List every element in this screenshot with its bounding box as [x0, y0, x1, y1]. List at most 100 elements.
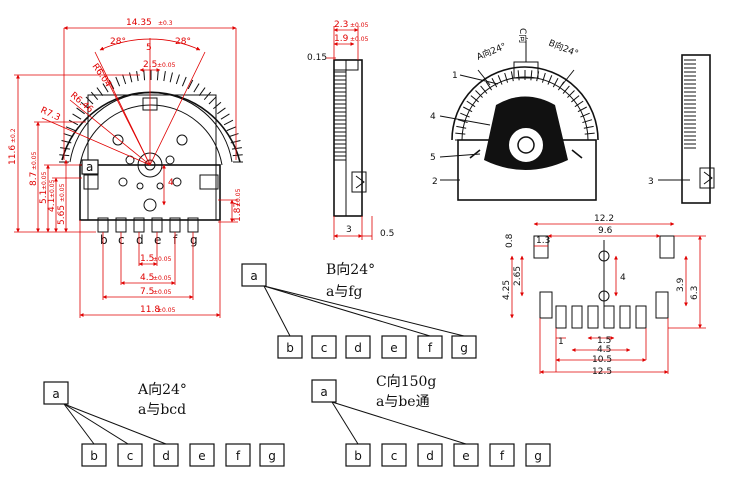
callout-2: 2 — [432, 177, 438, 187]
state-b-pin-box — [381, 335, 407, 359]
knurl-teeth — [59, 70, 243, 163]
pin-label-d: d — [136, 233, 144, 247]
dim-p75: 7.5 — [140, 287, 154, 297]
angle-line-right — [149, 51, 206, 166]
knurl-tooth — [208, 96, 217, 105]
contact-dot — [172, 177, 182, 187]
knurl-tooth — [562, 85, 570, 94]
callout-leader-5 — [439, 153, 481, 158]
knurl-tooth — [231, 147, 242, 150]
state-a-pin-b: b — [90, 449, 98, 463]
dim-d19: 1.9 — [334, 34, 349, 44]
radius-line-r646 — [69, 99, 151, 166]
right-side-view: 3 — [648, 54, 715, 204]
dim-w118: 11.8 — [140, 305, 160, 315]
state-a-pin-d: d — [162, 449, 170, 463]
knurl-tooth — [571, 95, 580, 103]
knurl-tooth — [187, 79, 194, 90]
dim-d23-tol: ±0.05 — [350, 22, 369, 29]
state-b-common-label: a — [250, 269, 257, 283]
knurl-tooth — [475, 90, 483, 98]
wire — [263, 285, 291, 337]
radius-line-r73 — [41, 117, 151, 166]
dim-d265: 2.65 — [513, 266, 523, 286]
dim-d4: 4 — [620, 273, 626, 283]
dim-h116-tol: ±0.2 — [10, 128, 17, 143]
dim-w96: 9.6 — [598, 226, 613, 236]
knurl-tooth — [517, 70, 520, 81]
state-b-pin-box — [311, 335, 337, 359]
dim-p15: 1.5 — [140, 254, 154, 264]
state-a-common-box — [43, 381, 69, 405]
lower-hole — [143, 198, 157, 212]
knurl-tooth — [80, 101, 89, 110]
pin-label-g: g — [190, 233, 198, 247]
dim-four: 4 — [168, 178, 174, 188]
knurl-tooth — [220, 113, 230, 120]
knob-inner-arc — [69, 92, 233, 163]
state-c-subtitle: a与be通 — [376, 394, 430, 410]
pad-mount-right — [659, 235, 675, 259]
housing-outline — [87, 94, 217, 221]
dim-d1: 1 — [558, 337, 564, 347]
dim-h87: 8.7 — [29, 172, 39, 186]
knurl-tooth — [96, 87, 104, 96]
knurl-tooth — [181, 76, 187, 87]
dim-d13: 1.3 — [536, 236, 550, 246]
knurl-tooth — [68, 119, 79, 126]
rotor-inner — [517, 136, 535, 154]
dim-h51: 5.1 — [39, 190, 49, 204]
state-b-pin-box — [277, 335, 303, 359]
knurl-tooth — [455, 132, 466, 135]
knurl-tooth — [76, 107, 85, 115]
callout-5: 5 — [430, 153, 436, 163]
terminal-a-box — [81, 159, 99, 175]
knurl-tooth — [108, 79, 115, 90]
dim-h41: 4.1 — [47, 198, 57, 212]
knurl-tooth — [223, 119, 234, 126]
callout-leader-1 — [459, 74, 499, 85]
dim-d45: 4.5 — [597, 345, 611, 355]
pad-side-right — [655, 291, 669, 319]
knurl-tooth — [497, 75, 503, 85]
dim-h565: 5.65 — [57, 205, 67, 225]
state-c-pin-box — [345, 443, 371, 467]
dim-d015: 0.15 — [307, 53, 327, 63]
dim-d23: 2.3 — [334, 20, 348, 30]
dim-p15-tol: ±0.05 — [153, 256, 172, 263]
dim-d105: 10.5 — [592, 355, 612, 365]
dim-d425: 4.25 — [502, 280, 512, 300]
right-side-body — [681, 54, 711, 204]
state-b-pin-box — [345, 335, 371, 359]
state-c-common-box — [311, 379, 337, 403]
state-c-pin-b: b — [354, 449, 362, 463]
knurl-tooth — [198, 87, 206, 96]
dim-p75-tol: ±0.05 — [153, 289, 172, 296]
exploded-top-notch — [513, 61, 539, 79]
state-c-pin-g: g — [534, 449, 542, 463]
callout-1: 1 — [452, 71, 458, 81]
knurl-tooth — [582, 119, 593, 124]
side-tab — [351, 171, 367, 193]
state-b-common-box — [241, 263, 267, 287]
state-c-pin-box — [525, 443, 551, 467]
dim-r604: R6.04 — [90, 62, 113, 89]
pad-mount-left — [533, 235, 549, 259]
knurl-tooth — [547, 75, 553, 85]
pin-label-f: f — [173, 233, 178, 247]
pad-terminal — [555, 305, 567, 329]
state-c-pin-d: d — [426, 449, 434, 463]
knurl-tooth — [143, 70, 146, 81]
dim-p45: 4.5 — [140, 273, 154, 283]
dim-center-five: 5 — [146, 43, 152, 53]
state-a-common-label: a — [52, 387, 59, 401]
radius-line-r604 — [99, 65, 151, 166]
knurl-tooth — [485, 81, 493, 91]
state-c-pin-f: f — [500, 449, 505, 463]
knurl-tooth — [580, 112, 590, 118]
dim-h116: 11.6 — [8, 145, 18, 165]
state-b-pin-f: f — [428, 341, 433, 355]
front-view: a b c d e f g 14.35 ±0.3 28° 28° 5 2.5 ±… — [8, 18, 243, 318]
dim-w118-tol: ±0.05 — [157, 307, 176, 314]
